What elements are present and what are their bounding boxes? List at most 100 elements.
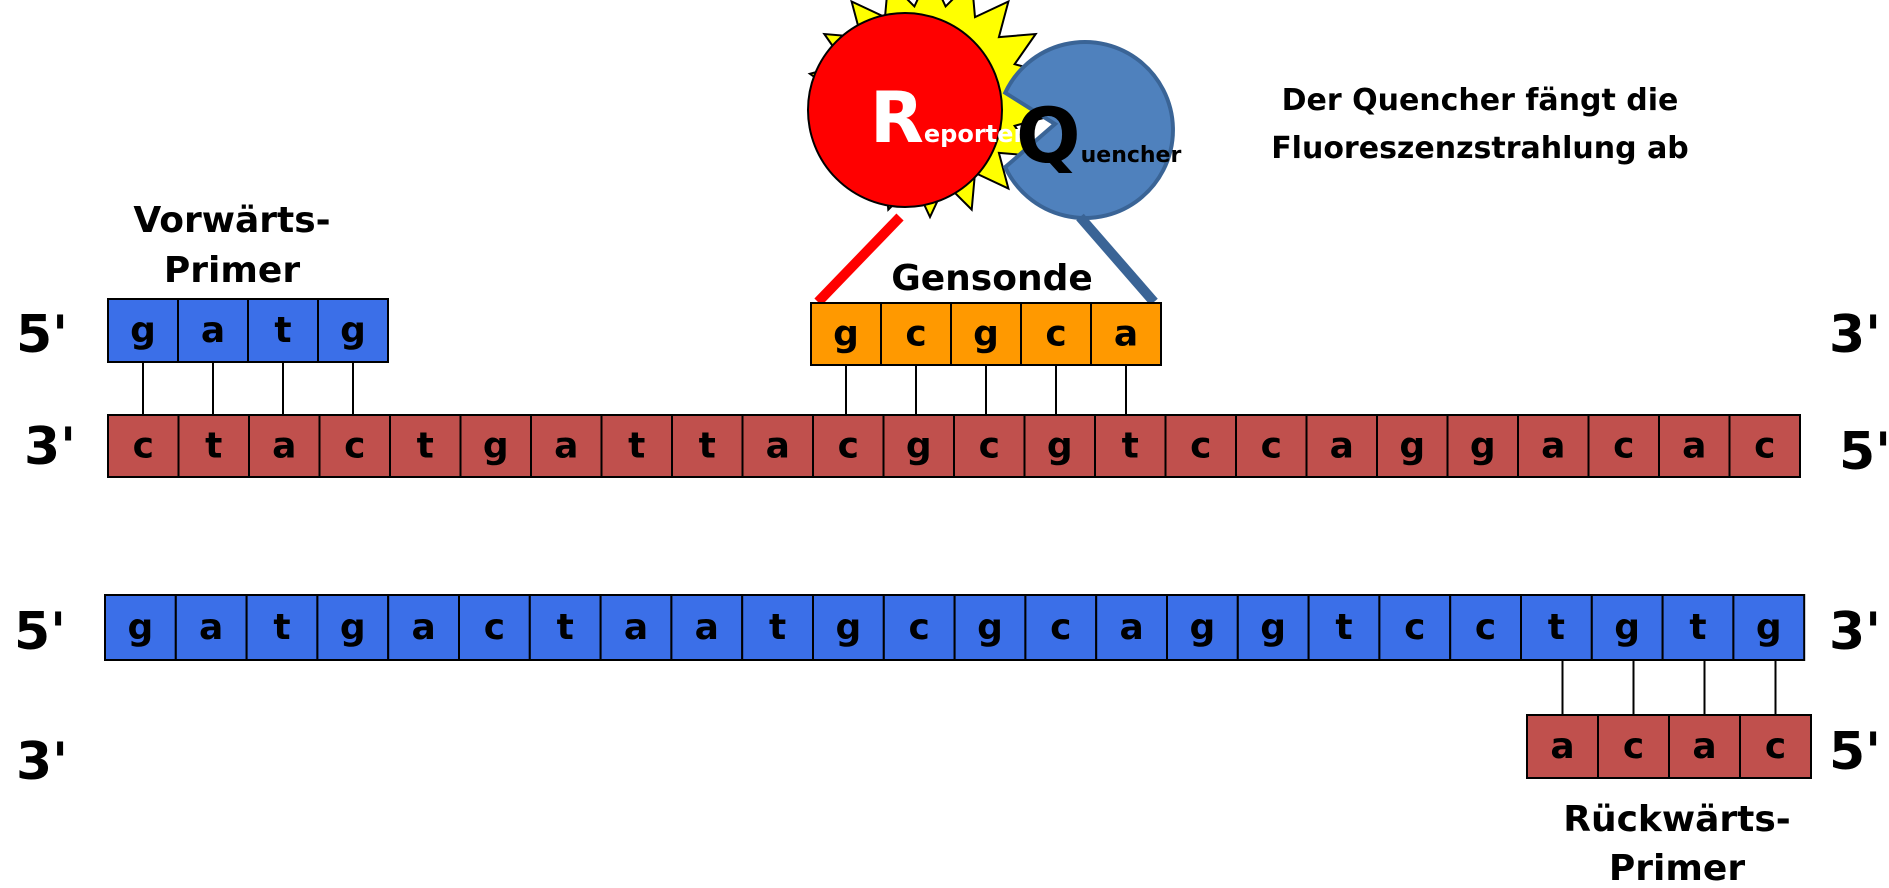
bottom-template-base-letter: a [199,607,223,648]
reverse-primer-5-end-label: 5' [1829,722,1881,782]
bottom-template-base-letter: a [1119,607,1143,648]
probe-base-letter: c [905,314,926,355]
top-template-base-letter: g [1399,426,1425,467]
top-template-3-end-label: 3' [24,417,76,477]
top-template-base-letter: t [417,426,434,467]
forward-primer-base-letter: g [340,310,366,351]
top-template-base-letter: g [906,426,932,467]
bottom-template-base-letter: t [1689,607,1706,648]
top-template-base-letter: c [1613,426,1634,467]
top-template-base-box [1376,414,1449,478]
bottom-template-base-box [528,594,602,661]
bottom-template-base-box [812,594,885,661]
top-template-base-letter: c [1754,426,1775,467]
top-template-base-letter: c [1190,426,1211,467]
top-template-base-box [1587,414,1660,478]
bottom-template-base-box [953,594,1027,661]
bottom-template-base-box [1661,594,1735,661]
probe-base-letter: g [833,314,859,355]
bottom-template-base-letter: a [411,607,435,648]
top-template-base-box [1023,414,1096,478]
quencher-label: Quencher [1016,91,1181,180]
bottom-template-base-letter: c [484,607,505,648]
probe-base-box [880,302,952,366]
bottom-template-base-letter: a [624,607,648,648]
bottom-template-base-box [1732,594,1806,661]
forward-primer-base-letter: g [130,310,156,351]
bottom-template-base-box [1307,594,1381,661]
bottom-template-base-letter: c [1404,607,1425,648]
fluorophore-group: Reporter Quencher [807,0,1181,306]
reporter-molecule [807,12,1003,208]
bottom-template-base-box [104,594,177,661]
bottom-template-base-box [1378,594,1452,661]
reverse-primer-base-letter: a [1692,726,1716,767]
bottom-template-base-letter: t [769,607,786,648]
forward-primer-label-line-1: Vorwärts- [133,200,330,241]
reverse-primer-base-letter: c [1623,726,1644,767]
top-template-base-box [953,414,1026,478]
bottom-template-base-letter: g [977,607,1003,648]
top-template-base-letter: g [1047,426,1073,467]
bottom-template-base-box [1095,594,1168,661]
bottom-template-base-letter: g [1614,607,1640,648]
reverse-primer-base-box [1668,714,1741,779]
top-template-base-letter: t [628,426,645,467]
top-template-base-box [389,414,462,478]
bottom-template-base-letter: t [1335,607,1352,648]
bottom-template-base-letter: c [1050,607,1071,648]
bottom-template-base-box [174,594,248,661]
forward-primer-base-letter: t [274,310,291,351]
quencher-note-line-2: Fluoreszenzstrahlung ab [1271,131,1689,166]
bottom-template-base-box [1024,594,1098,661]
top-template-base-box [459,414,532,478]
reverse-primer-3-end-label: 3' [16,732,68,792]
bottom-template-base-box [1590,594,1664,661]
reverse-primer-label-line-1: Rückwärts- [1563,799,1791,840]
top-template-base-letter: a [1541,426,1565,467]
top-template-base-letter: a [1330,426,1354,467]
forward-primer-label-line-2: Primer [164,250,300,291]
quencher-note-line-1: Der Quencher fängt die [1282,83,1679,118]
bottom-template-base-letter: t [273,607,290,648]
bottom-template-base-box [316,594,390,661]
top-template-base-letter: a [554,426,578,467]
bottom-template-base-letter: t [1548,607,1565,648]
bottom-template-5-end-label: 5' [14,602,66,662]
top-template-base-box [177,414,250,478]
bottom-template-base-box [599,594,673,661]
top-template-base-letter: g [1470,426,1496,467]
forward-primer-base-letter: a [201,310,225,351]
reverse-primer-base-letter: c [1765,726,1786,767]
reporter-label: Reporter [870,77,1025,159]
forward-primer-base-box [317,298,389,363]
bottom-template-base-letter: t [557,607,574,648]
bottom-template-base-letter: g [340,607,366,648]
bottom-template-base-letter: g [1260,607,1286,648]
top-template-base-letter: a [272,426,296,467]
top-template-base-letter: c [1261,426,1282,467]
top-template-base-box [1658,414,1731,478]
top-template-base-box [1446,414,1519,478]
top-template-base-box [600,414,673,478]
reporter-linker [814,213,904,306]
forward-primer-5-end-label: 5' [16,305,68,365]
top-template-base-letter: a [1682,426,1706,467]
top-template-base-letter: c [344,426,365,467]
top-template-5-end-label: 5' [1839,422,1889,482]
top-template-base-box [1517,414,1590,478]
bottom-template-3-end-label: 3' [1829,602,1881,662]
probe-base-box [810,302,882,366]
bottom-template-base-box [387,594,461,661]
bottom-template-base-box [1449,594,1522,661]
bottom-template-base-box [741,594,815,661]
probe-strand-3-end-label: 3' [1829,305,1881,365]
bottom-template-base-box [245,594,319,661]
